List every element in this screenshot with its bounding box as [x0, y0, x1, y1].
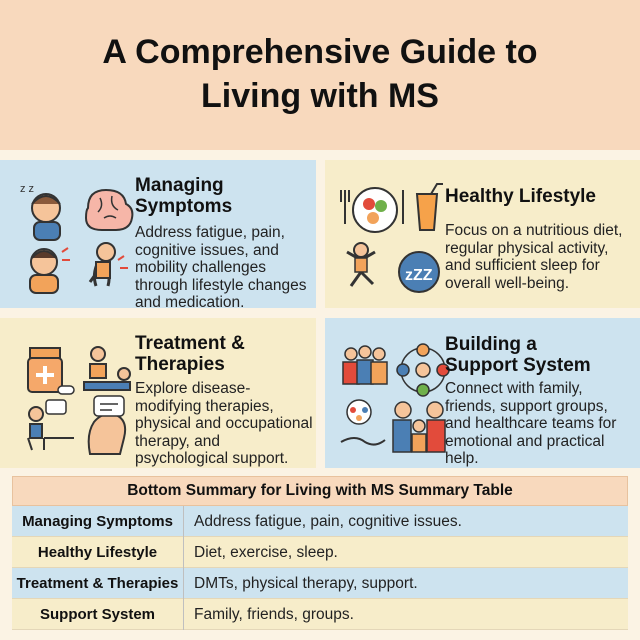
brain-icon — [84, 188, 134, 231]
card-treatment-therapies: Treatment & Therapies Explore disease-mo… — [0, 318, 316, 468]
row-label: Treatment & Therapies — [12, 568, 184, 599]
card-support-system: Building a Support System Connect with f… — [325, 318, 640, 468]
row-label: Support System — [12, 599, 184, 630]
card-icons: zZZ — [340, 183, 443, 293]
row-value: Address fatigue, pain, cognitive issues. — [194, 513, 462, 530]
card-text: Focus on a nutritious diet, regular phys… — [445, 222, 623, 292]
row-label: Healthy Lifestyle — [12, 537, 184, 568]
page-title: A Comprehensive Guide to Living with MS — [102, 33, 538, 115]
card-icons: z z — [20, 183, 134, 294]
table-row: Support System Family, friends, groups. — [12, 599, 628, 630]
table-row: Treatment & Therapies DMTs, physical the… — [12, 568, 628, 599]
row-value: DMTs, physical therapy, support. — [194, 575, 418, 592]
row-value: Family, friends, groups. — [194, 606, 354, 623]
physical-therapy-icon — [83, 346, 131, 391]
table-heading: Bottom Summary for Living with MS Summar… — [12, 476, 628, 506]
card-title: Treatment & Therapies — [135, 333, 245, 375]
card-text: Connect with family, friends, support gr… — [445, 380, 617, 467]
card-icons — [27, 346, 131, 455]
table-row: Healthy Lifestyle Diet, exercise, sleep. — [12, 537, 628, 568]
card-text: Address fatigue, pain, cognitive issues,… — [135, 224, 307, 311]
family-icon — [392, 401, 446, 453]
sleep-zzz-icon: zZZ — [398, 251, 440, 293]
pill-bottle-icon — [27, 347, 75, 395]
headache-person-icon — [29, 247, 70, 294]
card-icons — [340, 343, 450, 453]
svg-text:zZZ: zZZ — [405, 267, 433, 284]
table-row: Managing Symptoms Address fatigue, pain,… — [12, 506, 628, 537]
group-hug-icon — [342, 345, 388, 385]
row-value: Diet, exercise, sleep. — [194, 544, 338, 561]
header-banner: A Comprehensive Guide to Living with MS — [0, 0, 640, 150]
support-hands-icon — [340, 399, 386, 446]
mind-speech-icon — [87, 395, 127, 455]
sleeping-person-icon: z z — [20, 183, 61, 241]
healthy-plate-icon — [340, 187, 404, 233]
network-circle-icon — [396, 343, 450, 397]
row-label: Managing Symptoms — [12, 506, 184, 537]
card-title: Building a Support System — [445, 334, 591, 376]
card-healthy-lifestyle: zZZ Healthy Lifestyle Focus on a nutriti… — [325, 160, 640, 308]
card-title: Healthy Lifestyle — [445, 186, 596, 207]
svg-text:z z: z z — [20, 183, 34, 195]
card-text: Explore disease-modifying therapies, phy… — [135, 380, 313, 467]
card-managing-symptoms: z z Managing Symptoms Address fatigue, p… — [0, 160, 316, 311]
juice-glass-icon — [415, 183, 443, 231]
card-title: Managing Symptoms — [135, 175, 233, 217]
summary-table: Bottom Summary for Living with MS Summar… — [12, 476, 628, 636]
therapy-chat-icon — [27, 399, 74, 451]
exercise-person-icon — [346, 242, 376, 287]
back-pain-person-icon — [88, 242, 128, 287]
